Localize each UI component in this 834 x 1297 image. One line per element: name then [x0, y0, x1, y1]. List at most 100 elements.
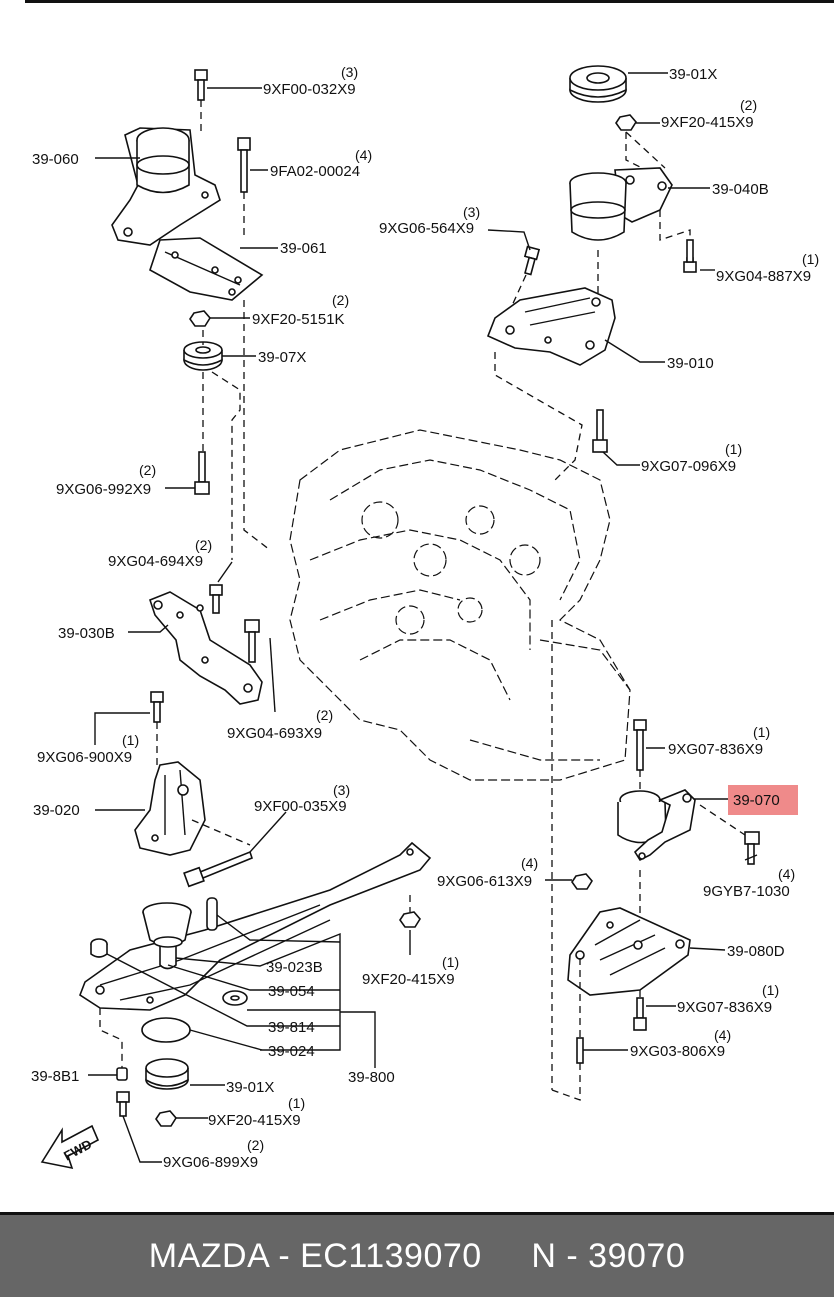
bushing-39-814: [90, 938, 248, 1006]
qty-9xg06-613x9: (4): [521, 855, 538, 871]
label-9xg04-693x9: 9XG04-693X9: [227, 725, 322, 742]
label-39-8b1: 39-8B1: [31, 1068, 79, 1085]
label-9xg07-836x9-a: 9XG07-836X9: [668, 741, 763, 758]
label-39-040b: 39-040B: [712, 181, 769, 198]
label-39-010: 39-010: [667, 355, 714, 372]
bolt-9xg07-836x9-a: [633, 719, 647, 771]
highlight-box-39-070: [728, 785, 798, 815]
nut-9xf20-415x9-bot: [155, 1110, 177, 1127]
fwd-arrow-icon: FWD: [40, 1124, 100, 1170]
label-39-01x-bot: 39-01X: [226, 1079, 274, 1096]
label-9xf00-035x9: 9XF00-035X9: [254, 798, 347, 815]
label-39-061: 39-061: [280, 240, 327, 257]
label-39-020: 39-020: [33, 802, 80, 819]
bracket-39-080d: [567, 907, 691, 996]
mount-39-070: [617, 789, 696, 862]
bracket-39-061: [149, 237, 264, 301]
bolt-9xf00-035x9: [183, 850, 253, 888]
nut-9xf20-415x9-mid: [399, 911, 421, 928]
label-9fa02-00024: 9FA02-00024: [270, 163, 360, 180]
label-39-080d: 39-080D: [727, 943, 785, 960]
bolt-9fa02-00024: [237, 137, 251, 193]
bracket-39-010: [486, 287, 616, 366]
qty-9xf00-032x9: (3): [341, 64, 358, 80]
mount-39-040b: [569, 167, 673, 241]
spacer-39-8b1: [116, 1067, 128, 1081]
label-9xf20-415x9-bot: 9XF20-415X9: [208, 1112, 301, 1129]
qty-9xg04-693x9: (2): [316, 707, 333, 723]
bracket-39-030b: [149, 591, 263, 705]
label-9xg07-096x9: 9XG07-096X9: [641, 458, 736, 475]
label-9xg03-806x9: 9XG03-806X9: [630, 1043, 725, 1060]
bolt-9xg07-096x9: [592, 409, 608, 453]
bolt-9xf00-032x9: [194, 69, 208, 101]
qty-9gyb7-1030: (4): [778, 866, 795, 882]
label-9xf20-5151k: 9XF20-5151K: [252, 311, 345, 328]
bolt-9xg07-836x9-b: [633, 997, 647, 1031]
label-9xf20-415x9-top: 9XF20-415X9: [661, 114, 754, 131]
qty-9xg06-564x9: (3): [463, 204, 480, 220]
label-9xg06-564x9: 9XG06-564X9: [379, 220, 474, 237]
label-9xg06-900x9: 9XG06-900X9: [37, 749, 132, 766]
callout-labels: 39-060 (3) 9XF00-032X9 (4) 9FA02-00024 3…: [31, 64, 819, 1171]
stud-9xg03-806x9: [576, 1037, 584, 1064]
label-9xg04-887x9: 9XG04-887X9: [716, 268, 811, 285]
label-9gyb7-1030: 9GYB7-1030: [703, 883, 790, 900]
label-39-07x: 39-07X: [258, 349, 306, 366]
bolt-9xg04-693x9: [244, 619, 260, 663]
bolt-9xg04-887x9: [683, 239, 697, 273]
plate-39-024: [141, 1017, 191, 1043]
qty-9xf20-415x9-bot: (1): [288, 1095, 305, 1111]
qty-9fa02-00024: (4): [355, 147, 372, 163]
footer-part-number: MAZDA - EC1139070 N - 39070: [148, 1236, 686, 1275]
insulator-39-01x-top: [569, 65, 627, 103]
pin-39-054: [206, 897, 218, 931]
label-9xg07-836x9-b: 9XG07-836X9: [677, 999, 772, 1016]
label-39-023b: 39-023B: [266, 959, 323, 976]
qty-9xf00-035x9: (3): [333, 782, 350, 798]
qty-9xf20-415x9-mid: (1): [442, 954, 459, 970]
qty-9xf20-5151k: (2): [332, 292, 349, 308]
qty-9xg06-899x9: (2): [247, 1137, 264, 1153]
qty-9xg06-900x9: (1): [122, 732, 139, 748]
bolt-9xg06-899x9: [116, 1091, 130, 1117]
qty-9xg04-694x9: (2): [195, 537, 212, 553]
label-9xg04-694x9: 9XG04-694X9: [108, 553, 203, 570]
insulator-39-01x-bot: [145, 1058, 189, 1090]
label-9xg06-899x9: 9XG06-899X9: [163, 1154, 258, 1171]
qty-9xg04-887x9: (1): [802, 251, 819, 267]
label-39-01x-top: 39-01X: [669, 66, 717, 83]
qty-9xg07-836x9-b: (1): [762, 982, 779, 998]
qty-9xg07-096x9: (1): [725, 441, 742, 457]
label-9xf20-415x9-mid: 9XF20-415X9: [362, 971, 455, 988]
label-39-814: 39-814: [268, 1019, 315, 1036]
label-39-054: 39-054: [268, 983, 315, 1000]
label-9xf00-032x9: 9XF00-032X9: [263, 81, 356, 98]
footer-bar: MAZDA - EC1139070 N - 39070: [0, 1212, 834, 1297]
bolt-9gyb7-1030: [744, 831, 760, 865]
engine-mount-diagram: FWD: [31, 64, 819, 1171]
qty-9xg03-806x9: (4): [714, 1027, 731, 1043]
label-9xg06-613x9: 9XG06-613X9: [437, 873, 532, 890]
leader-lines: [88, 72, 758, 1163]
label-39-024: 39-024: [268, 1043, 315, 1060]
label-39-060: 39-060: [32, 151, 79, 168]
label-39-800: 39-800: [348, 1069, 395, 1086]
qty-9xf20-415x9-top: (2): [740, 97, 757, 113]
insulator-39-07x: [183, 341, 223, 371]
label-39-030b: 39-030B: [58, 625, 115, 642]
bolt-9xg06-900x9: [150, 691, 164, 723]
bolt-9xg06-992x9: [194, 451, 210, 495]
engine-block-outline: [289, 429, 631, 781]
nut-9xg06-613x9: [571, 873, 593, 890]
mount-39-020: [134, 761, 206, 856]
nut-9xf20-415x9-top: [615, 114, 637, 131]
nut-9xf20-5151k: [189, 310, 211, 327]
mount-39-060: [111, 127, 221, 246]
label-9xg06-992x9: 9XG06-992X9: [56, 481, 151, 498]
bolt-9xg04-694x9: [209, 584, 223, 614]
label-39-070: 39-070: [733, 792, 780, 809]
top-rule: [25, 0, 834, 3]
qty-9xg06-992x9: (2): [139, 462, 156, 478]
qty-9xg07-836x9-a: (1): [753, 724, 770, 740]
